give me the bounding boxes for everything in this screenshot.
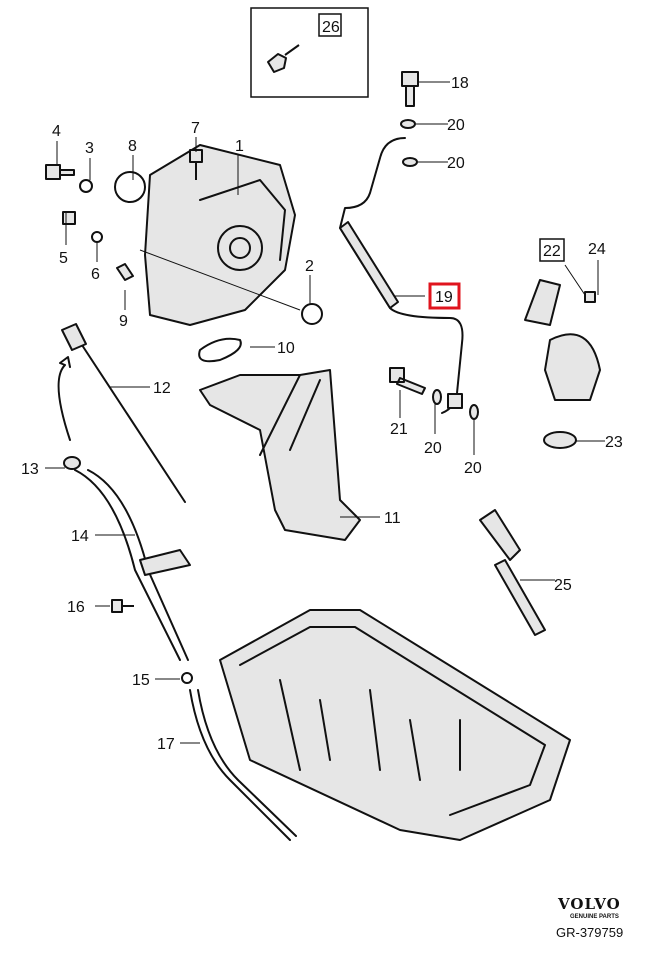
pipe-sleeve-19 [339, 221, 399, 309]
washer-20 [400, 119, 416, 129]
pump-bore [217, 225, 263, 271]
diagram-reference: GR-379759 [556, 925, 623, 940]
clamp-23 [543, 431, 577, 449]
leader-lines [45, 81, 605, 744]
callout-15: 15 [132, 672, 150, 689]
callout-8: 8 [128, 138, 137, 155]
highlight-box-19 [428, 282, 461, 310]
callout-20: 20 [424, 440, 442, 457]
o-ring-3 [79, 179, 93, 193]
callout-23: 23 [605, 434, 623, 451]
pump-outline [199, 179, 286, 261]
pickup-ribs [259, 374, 321, 456]
banjo-fitting-19 [447, 393, 463, 409]
callout-box-26 [318, 13, 342, 37]
genuine-parts-label: GENUINE PARTS [570, 914, 619, 920]
callout-6: 6 [91, 266, 100, 283]
arrow-insert [57, 356, 71, 441]
callout-10: 10 [277, 340, 295, 357]
callout-1: 1 [235, 138, 244, 155]
callout-5: 5 [59, 250, 68, 267]
oil-pan-ribs [279, 679, 461, 781]
banjo-bolt-21 [389, 367, 426, 395]
callout-11: 11 [384, 510, 401, 527]
oil-pickup-11 [199, 369, 361, 541]
pipe-22 [544, 333, 601, 401]
callout-22: 22 [543, 243, 561, 260]
callout-19-highlighted[interactable]: 19 [435, 289, 453, 306]
callout-21: 21 [390, 421, 408, 438]
bolt-16 [111, 599, 134, 613]
bolt-4 [45, 164, 75, 180]
seal-6 [91, 231, 103, 243]
dipstick-handle [61, 323, 87, 351]
hose-17 [189, 689, 297, 841]
callout-14: 14 [71, 528, 89, 545]
callout-17: 17 [157, 736, 175, 753]
oil-pump-1 [144, 144, 296, 326]
o-ring-15 [181, 672, 193, 684]
callout-24: 24 [588, 241, 606, 258]
callout-3: 3 [85, 140, 94, 157]
gasket-10 [198, 337, 242, 363]
callout-13: 13 [21, 461, 39, 478]
callout-16: 16 [67, 599, 85, 616]
breather-25 [479, 509, 546, 636]
callout-9: 9 [119, 313, 128, 330]
o-ring-8 [114, 171, 146, 203]
inset-frame-26 [250, 7, 369, 98]
banjo-bolt-18 [401, 71, 419, 107]
bolt-24 [584, 291, 596, 303]
volvo-logo: VOLVO [557, 895, 621, 913]
callout-2: 2 [305, 258, 314, 275]
o-ring-2 [301, 303, 323, 325]
callout-25: 25 [554, 577, 572, 594]
oil-pan [219, 609, 571, 841]
callout-box-22 [539, 238, 565, 262]
bolt-7 [189, 149, 203, 180]
dowel-9 [116, 263, 134, 281]
clip-part-26 [267, 44, 300, 73]
callout-7: 7 [191, 120, 200, 137]
callout-20: 20 [447, 155, 465, 172]
pump-shaft [229, 237, 251, 259]
washer-20 [432, 389, 442, 405]
plug-5 [62, 211, 76, 225]
tube-bracket [139, 549, 191, 576]
callout-4: 4 [52, 123, 61, 140]
bracket-22 [524, 279, 561, 326]
callout-12: 12 [153, 380, 171, 397]
washer-20 [402, 157, 418, 167]
oil-pan-flange [239, 626, 546, 816]
callout-20: 20 [447, 117, 465, 134]
washer-20 [469, 404, 479, 420]
callout-20: 20 [464, 460, 482, 477]
callout-18: 18 [451, 75, 469, 92]
callout-26: 26 [322, 19, 340, 36]
seal-13 [63, 456, 81, 470]
